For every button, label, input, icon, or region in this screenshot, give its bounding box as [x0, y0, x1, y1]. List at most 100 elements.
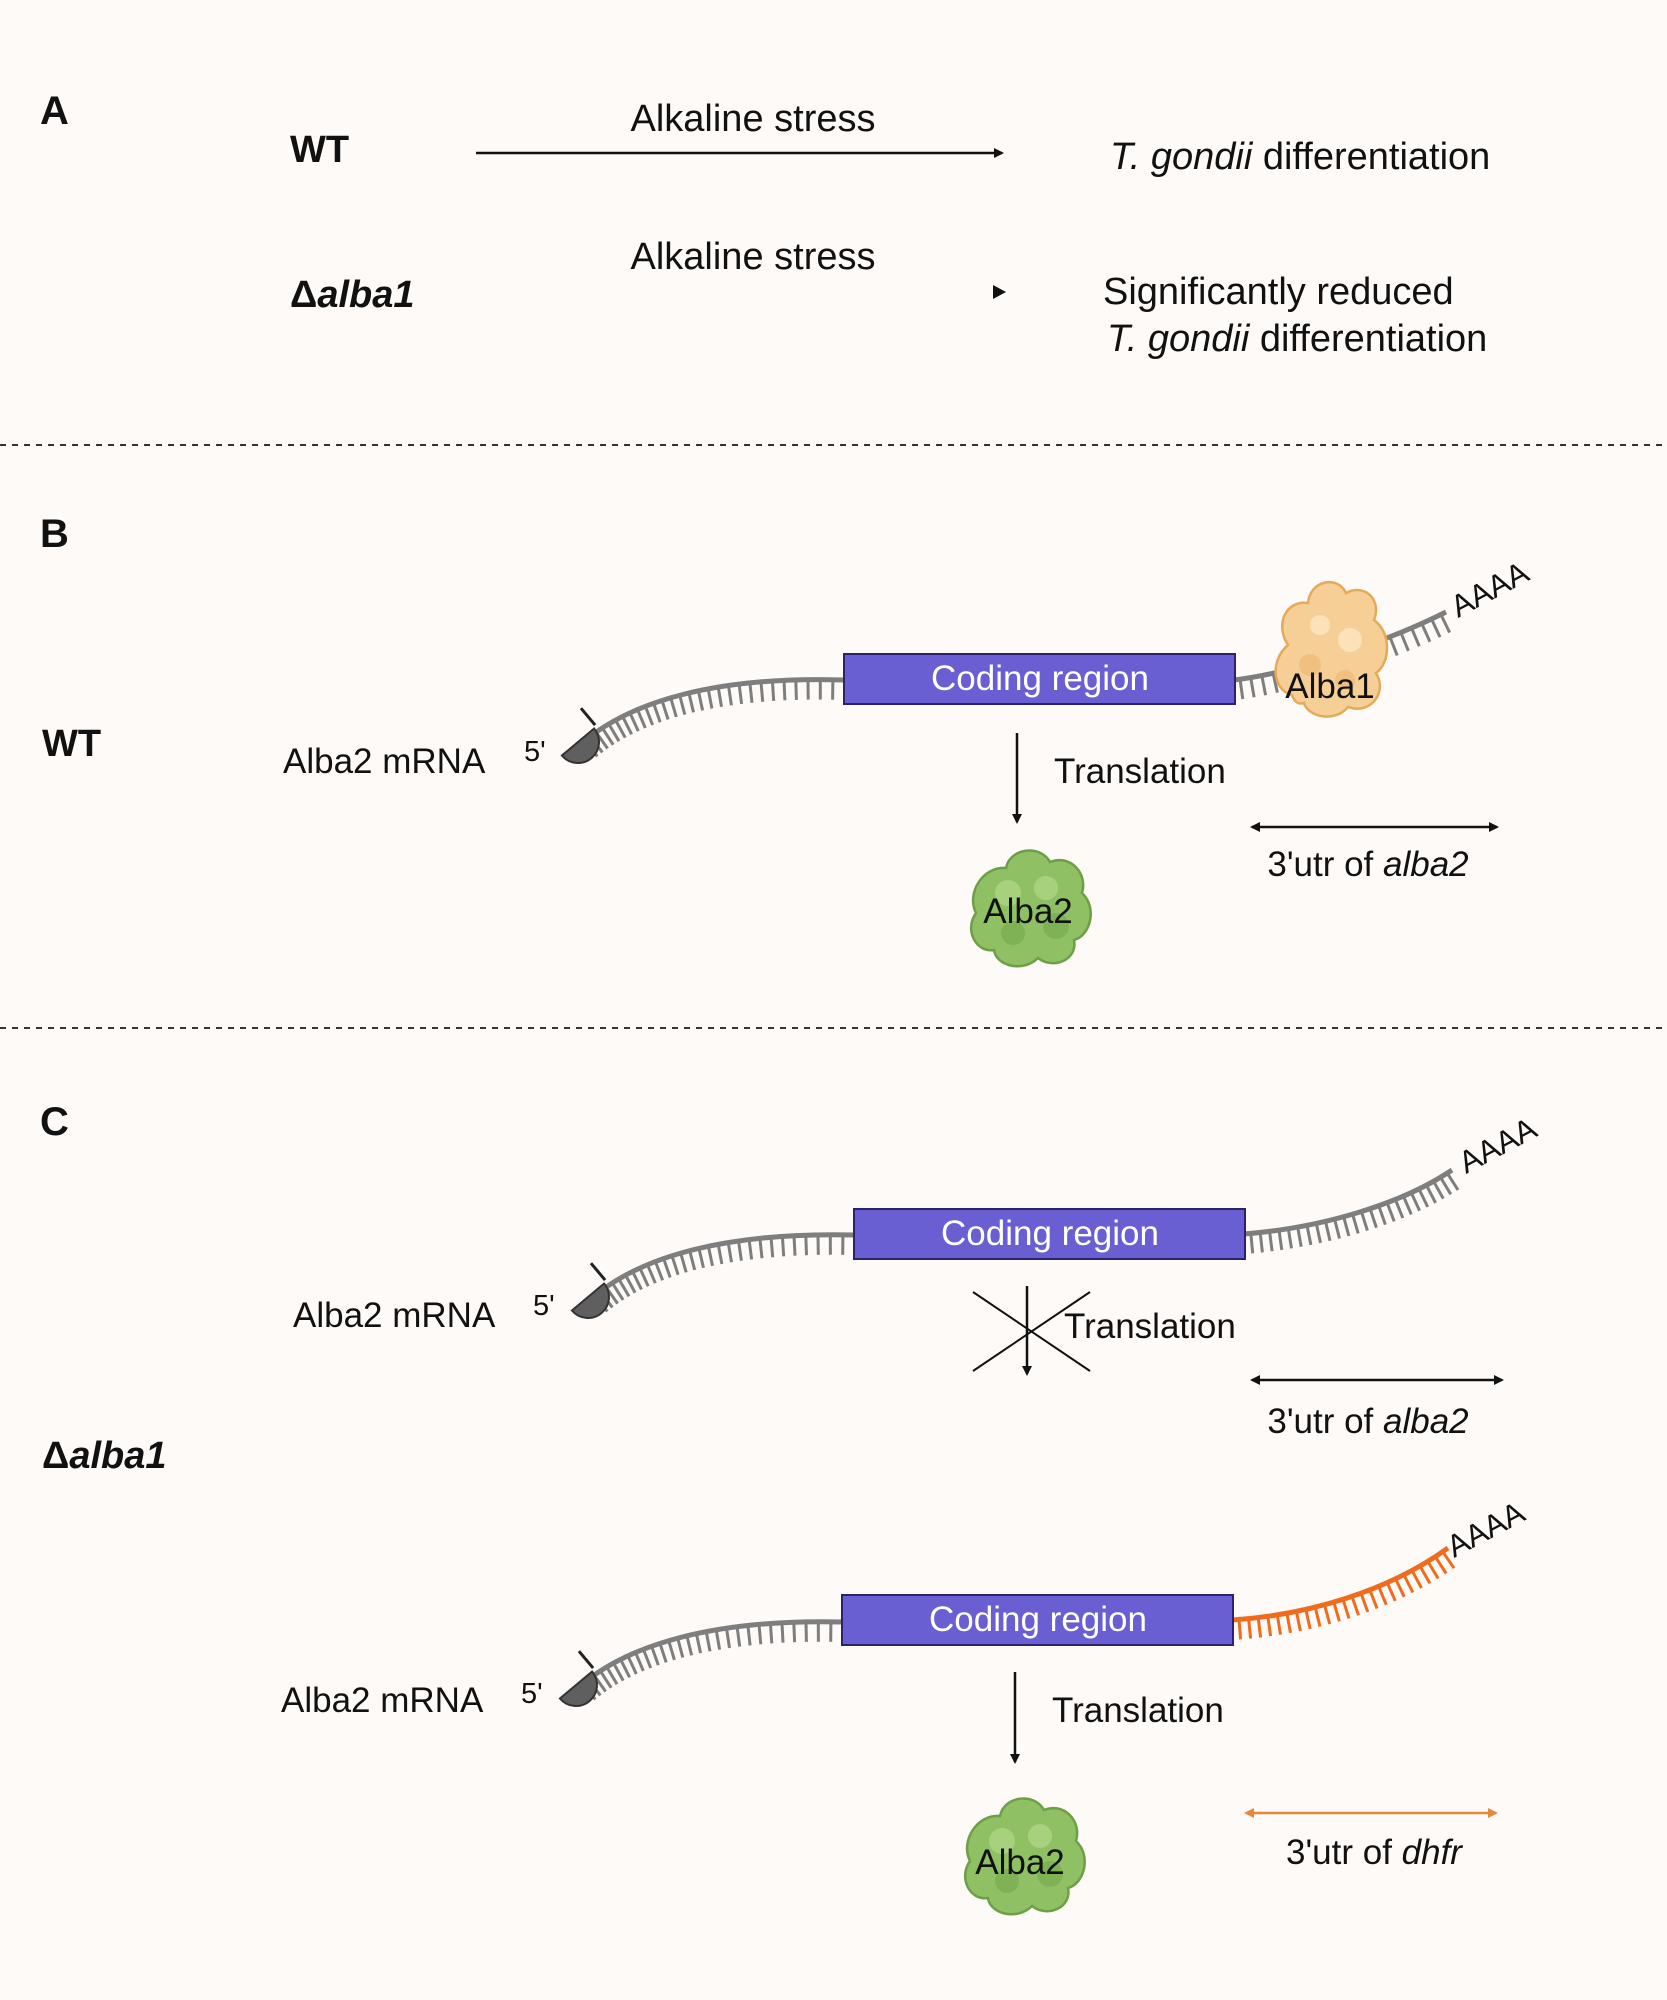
b-alba1-protein-icon [1274, 580, 1389, 718]
strand-tooth [706, 1245, 714, 1267]
strand-tooth [1247, 1618, 1253, 1639]
panel-a: A WT Alkaline stress T. gondii different… [40, 89, 1490, 360]
strand-tooth [638, 1267, 650, 1287]
b-alba2-label: Alba2 [983, 892, 1073, 931]
ko-outcome-line2: T. gondii differentiation [1107, 318, 1487, 360]
strand-tooth [794, 679, 798, 700]
strand-tooth [770, 680, 776, 701]
ko-outcome-line1: Significantly reduced [1103, 271, 1454, 313]
strand-tooth [780, 1622, 785, 1643]
strand-tooth [614, 719, 627, 739]
strand-tooth [652, 702, 662, 723]
ko-arrowhead [993, 285, 1006, 299]
c-bottom-5prime-label: 5' [521, 1678, 543, 1710]
wt-outcome-rest: differentiation [1252, 136, 1490, 178]
strand-tooth [1385, 1202, 1396, 1222]
c-top-mrna-label: Alba2 mRNA [293, 1296, 496, 1335]
strand-tooth [1432, 1180, 1445, 1200]
strand-tooth [1434, 1555, 1448, 1575]
b-coding-region-box [843, 653, 1236, 705]
strand-tooth [1359, 1592, 1370, 1613]
strand-tooth [1305, 1225, 1313, 1246]
c-bottom-5prime-strand [576, 1619, 843, 1690]
c-top-coding-region-label: Coding region [941, 1214, 1159, 1253]
c-bottom-alba2-protein-icon [964, 1797, 1086, 1916]
strand-tooth [687, 692, 695, 713]
c-top-utr-label: 3'utr of alba2 [1267, 1402, 1468, 1441]
strand-tooth [1368, 1208, 1378, 1229]
strand-tooth [619, 1658, 631, 1678]
strand-tooth [654, 1261, 664, 1281]
strand-tooth [1313, 1606, 1322, 1627]
strand-tooth [694, 1633, 703, 1654]
strand-tooth [1323, 1604, 1332, 1625]
ko-delta-symbol: Δ [290, 274, 317, 316]
panel-b-letter: B [40, 512, 69, 556]
strand-tooth [1324, 1220, 1332, 1242]
strand-tooth [804, 1235, 808, 1256]
strand-tooth [1268, 1231, 1274, 1252]
panel-b-genotype: WT [42, 723, 101, 765]
strand-tooth [1426, 1560, 1440, 1580]
strand-tooth [1418, 1565, 1432, 1585]
strand-tooth [679, 1252, 688, 1273]
ko-outcome-rest: differentiation [1249, 318, 1487, 360]
panel-c-genotype: Δalba1 [42, 1435, 166, 1477]
b-utr-label: 3'utr of alba2 [1267, 845, 1468, 884]
strand-tooth [1286, 1228, 1293, 1249]
c-gene-name: alba1 [69, 1435, 166, 1477]
c-bottom-alba2-label: Alba2 [975, 1843, 1065, 1882]
strand-tooth [757, 1624, 763, 1645]
ko-genotype-label: Δalba1 [290, 274, 414, 316]
strand-tooth [1258, 1232, 1264, 1253]
b-translation-label: Translation [1054, 752, 1226, 791]
c-top-translation-label: Translation [1064, 1307, 1236, 1346]
strand-tooth [704, 1631, 712, 1652]
strand-tooth [1285, 1612, 1292, 1634]
b-5prime-label: 5' [524, 736, 546, 768]
strand-tooth [1377, 1585, 1388, 1606]
strand-tooth [758, 1238, 764, 1259]
strand-tooth [599, 1670, 613, 1689]
strand-tooth [1420, 622, 1432, 643]
strand-tooth [1441, 1550, 1456, 1570]
strand-tooth [1393, 1198, 1405, 1219]
strand-tooth [1368, 1589, 1379, 1610]
b-coding-region-label: Coding region [931, 659, 1149, 698]
c-top-block-cross-2 [972, 1291, 1091, 1372]
strand-tooth [727, 685, 733, 706]
strand-tooth [642, 1648, 653, 1669]
strand-tooth [737, 683, 744, 705]
strand-tooth [696, 690, 705, 711]
c-top-3prime-strand-teeth [1249, 1172, 1460, 1254]
strand-tooth [1350, 1595, 1360, 1616]
c-top-3prime-strand [1243, 1167, 1454, 1237]
ko-outcome-species: T. gondii [1107, 318, 1251, 360]
c-delta-symbol: Δ [42, 1435, 69, 1477]
strand-tooth [725, 1627, 731, 1649]
ko-stimulus-label: Alkaline stress [631, 236, 876, 278]
c-bottom-polya-label: AAAA [1441, 1494, 1531, 1564]
strand-tooth [780, 1236, 786, 1257]
strand-tooth [628, 712, 640, 732]
b-utr-gene: alba2 [1383, 845, 1469, 884]
strand-tooth [685, 1635, 694, 1656]
c-bottom-mrna-label: Alba2 mRNA [281, 1681, 484, 1720]
strand-tooth [1238, 678, 1245, 700]
c-top-utr-prefix: 3'utr of [1267, 1402, 1383, 1441]
c-bottom-5prime-strand-teeth [581, 1621, 833, 1701]
panel-b: B WT Alba2 mRNA 5' Coding region AAAA Al… [40, 512, 1535, 968]
strand-tooth [1410, 1569, 1423, 1589]
c-top-5prime-strand-teeth [593, 1234, 845, 1313]
strand-tooth [1294, 1611, 1302, 1632]
strand-tooth [658, 1642, 668, 1663]
strand-tooth [660, 700, 670, 720]
strand-tooth [676, 1637, 685, 1658]
c-bottom-coding-region-label: Coding region [929, 1600, 1147, 1639]
strand-tooth [644, 705, 654, 726]
panel-c-letter: C [40, 1100, 69, 1144]
c-bottom-utr-label: 3'utr of dhfr [1286, 1833, 1463, 1872]
strand-tooth [1399, 631, 1410, 652]
strand-tooth [688, 1250, 697, 1271]
strand-tooth [1377, 1205, 1387, 1226]
